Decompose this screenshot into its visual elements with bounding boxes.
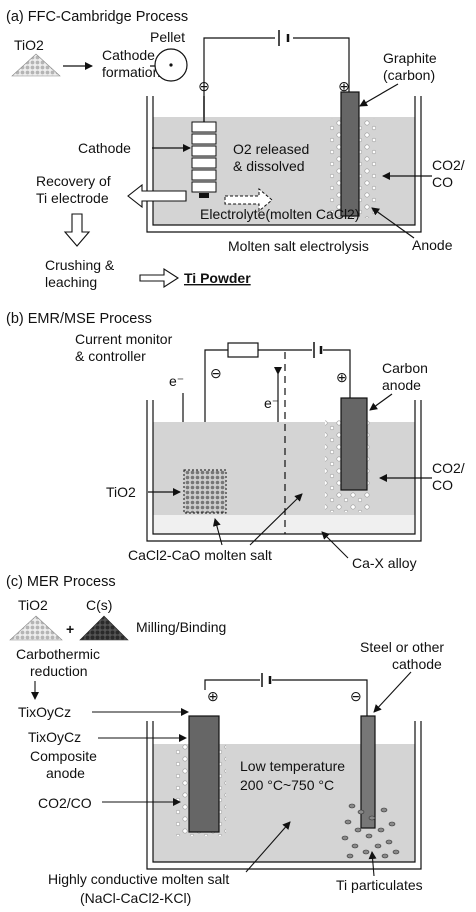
circuit-wire-c-left <box>204 679 260 690</box>
graphite-anode <box>340 91 360 217</box>
o2-dashed-arrow <box>224 187 273 213</box>
carbothermic-label-1: Carbothermic <box>16 646 100 662</box>
composite-label-1: Composite <box>30 748 97 764</box>
carbon-label-2: anode <box>382 377 421 393</box>
composite-label-2: anode <box>46 765 85 781</box>
vessel-inner-c <box>152 721 416 863</box>
ti-powder-label: Ti Powder <box>184 270 251 286</box>
plus-terminal-c: ⊕ <box>207 688 219 704</box>
carbon-pile-c <box>79 615 129 641</box>
cathode-formation-label-1: Cathode <box>102 47 155 63</box>
cs-label: C(s) <box>86 597 112 613</box>
alloy-pointer <box>321 531 349 559</box>
salt-label-b: CaCl2-CaO molten salt <box>128 547 272 563</box>
tixoycz-label: TixOyCz <box>18 704 71 720</box>
carbon-label-1: Carbon <box>382 360 428 376</box>
minus-terminal-c: ⊖ <box>350 688 362 704</box>
highly-label: Highly conductive molten salt <box>48 871 229 887</box>
pellet-center <box>169 63 173 67</box>
tio2-label-b: TiO2 <box>106 484 136 500</box>
low-temp-label-2: 200 °C~750 °C <box>240 777 334 793</box>
salt-pointer-1 <box>212 518 223 546</box>
circuit-wire-right <box>293 37 350 92</box>
vessel-outer-a <box>146 96 422 233</box>
anode-label-a: Anode <box>412 237 453 253</box>
milling-label: Milling/Binding <box>136 619 226 635</box>
vessel-inner-b <box>152 400 416 535</box>
plus-terminal-a: ⊕ <box>338 78 350 94</box>
tio2-label: TiO2 <box>14 37 44 53</box>
salt-pointer-c <box>245 821 291 873</box>
ti-particulates <box>341 803 400 859</box>
electrolyte-label: Electrolyte(molten CaCl2) <box>200 206 360 222</box>
co2-label-a-1: CO2/ <box>432 157 465 173</box>
pellet-label: Pellet <box>150 29 185 45</box>
crushing-label-1: Crushing & <box>45 257 115 273</box>
to-powder-arrow <box>139 267 180 289</box>
tio2-basket <box>183 469 227 514</box>
vessel-inner-a <box>152 96 416 226</box>
graphite-label-1: Graphite <box>383 50 437 66</box>
current-controller-box <box>227 342 259 358</box>
nacl-label: (NaCl-CaCl2-KCl) <box>80 890 191 906</box>
recovery-label-1: Recovery of <box>36 173 111 189</box>
alloy-label: Ca-X alloy <box>352 555 417 571</box>
carbothermic-label-2: reduction <box>30 663 88 679</box>
panel-c: (c) MER Process TiO2 C(s) + Milling/Bind… <box>6 574 444 906</box>
plus-terminal-b: ⊕ <box>336 369 348 385</box>
composite-anode <box>188 715 220 833</box>
cathode-label-a: Cathode <box>78 140 131 156</box>
down-outline-arrow-a <box>63 213 91 247</box>
graphite-pointer <box>359 83 399 107</box>
vessel-outer-c <box>146 721 422 870</box>
carbon-pointer <box>369 393 393 411</box>
low-temp-label-1: Low temperature <box>240 758 345 774</box>
molten-salt-label: Molten salt electrolysis <box>228 238 369 254</box>
panel-b: (b) EMR/MSE Process Current monitor & co… <box>6 311 465 571</box>
current-label-2: & controller <box>75 348 146 364</box>
o2-label-2: & dissolved <box>233 158 305 174</box>
composite-label-0: TixOyCz <box>28 729 81 745</box>
ti-part-label: Ti particulates <box>336 877 423 893</box>
electron-label-right: e⁻ <box>264 395 279 411</box>
co2-label-c: CO2/CO <box>38 795 92 811</box>
tio2-pile <box>11 53 61 77</box>
current-label-1: Current monitor <box>75 331 173 347</box>
circuit-wire-c-right <box>272 679 368 716</box>
co2-label-a-2: CO <box>432 174 453 190</box>
crushing-label-2: leaching <box>45 274 97 290</box>
panel-b-title: (b) EMR/MSE Process <box>6 311 152 327</box>
circuit-wire-b-right <box>323 349 351 400</box>
electron-label-left: e⁻ <box>169 373 184 389</box>
panel-c-title: (c) MER Process <box>6 574 116 590</box>
steel-label-2: cathode <box>392 656 442 672</box>
ti-part-pointer <box>368 851 377 877</box>
salt-pointer-2 <box>249 493 303 546</box>
ca-x-alloy-layer <box>153 515 415 534</box>
graphite-label-2: (carbon) <box>383 67 435 83</box>
cathode-formation-label-2: formation <box>102 64 160 80</box>
minus-terminal-a: ⊖ <box>198 78 210 94</box>
carbon-anode <box>340 397 368 491</box>
recovery-outline-arrow <box>127 183 187 209</box>
co2-label-b-1: CO2/ <box>432 460 465 476</box>
stacked-cathode <box>191 121 217 198</box>
co2-label-b-2: CO <box>432 477 453 493</box>
steel-cathode <box>360 715 376 829</box>
anode-pointer-a <box>371 207 415 239</box>
tio2-label-c: TiO2 <box>18 597 48 613</box>
vessel-outer-b <box>146 400 422 542</box>
steel-label-1: Steel or other <box>360 639 444 655</box>
steel-pointer <box>373 671 412 713</box>
minus-terminal-b: ⊖ <box>210 365 222 381</box>
panel-a: (a) FFC-Cambridge Process TiO2 Cathode f… <box>6 9 465 290</box>
panel-a-title: (a) FFC-Cambridge Process <box>6 9 188 25</box>
tio2-pile-c <box>9 615 63 641</box>
plus-sign: + <box>66 621 74 637</box>
recovery-label-2: Ti electrode <box>36 190 109 206</box>
o2-label-1: O2 released <box>233 141 309 157</box>
